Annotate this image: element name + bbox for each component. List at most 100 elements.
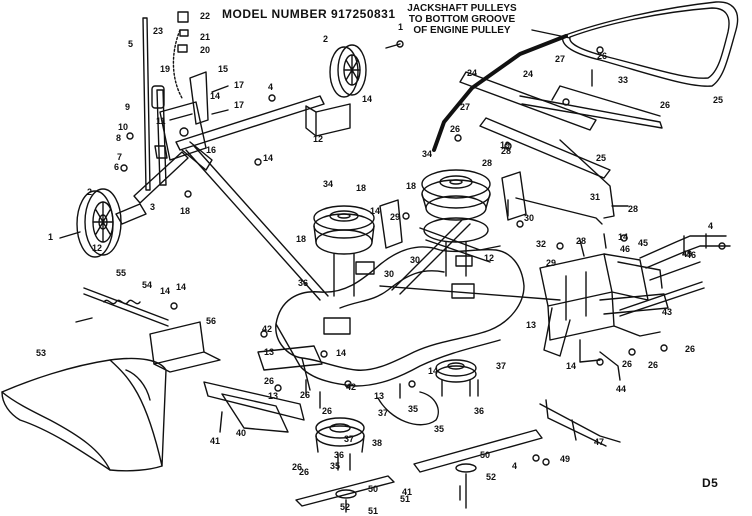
- page-code: D5: [702, 476, 719, 490]
- part-callout: 49: [560, 454, 570, 464]
- part-callout: 45: [638, 238, 648, 248]
- part-callout: 26: [299, 467, 309, 477]
- part-callout: 19: [160, 64, 170, 74]
- part-callout: 14: [618, 232, 628, 242]
- part-callout: 14: [263, 153, 273, 163]
- part-callout: 14: [370, 206, 380, 216]
- clip-parts: [177, 11, 189, 53]
- part-callout: 24: [467, 68, 477, 78]
- part-callout: 51: [368, 506, 378, 516]
- part-callout: 4: [512, 461, 517, 471]
- part-callout: 26: [648, 360, 658, 370]
- part-callout: 20: [200, 45, 210, 55]
- part-callout: 1: [48, 232, 53, 242]
- part-callout: 42: [346, 382, 356, 392]
- part-callout: 7: [117, 152, 122, 162]
- part-callout: 28: [482, 158, 492, 168]
- part-callout: 30: [384, 269, 394, 279]
- part-callout: 15: [218, 64, 228, 74]
- part-callout: 52: [486, 472, 496, 482]
- part-callout: 26: [685, 344, 695, 354]
- part-callout: 56: [206, 316, 216, 326]
- part-callout: 28: [576, 236, 586, 246]
- part-callout: 14: [176, 282, 186, 292]
- part-callout: 6: [114, 162, 119, 172]
- jackshaft-note-line-1: JACKSHAFT PULLEYS: [407, 3, 517, 14]
- mower-deck: [275, 219, 525, 391]
- part-callout: 35: [408, 404, 418, 414]
- part-callout: 37: [496, 361, 506, 371]
- part-callout: 26: [264, 376, 274, 386]
- part-callout: 37: [344, 434, 354, 444]
- part-callout: 34: [323, 179, 333, 189]
- hardware: [120, 40, 726, 501]
- part-callout: 23: [153, 26, 163, 36]
- part-callout: 55: [116, 268, 126, 278]
- part-callout: 41: [210, 436, 220, 446]
- part-callout: 30: [410, 255, 420, 265]
- part-callout: 38: [372, 438, 382, 448]
- blade-adapter-left: [315, 417, 365, 453]
- part-callout: 51: [400, 494, 410, 504]
- spring: [103, 299, 141, 305]
- part-callout: 26: [597, 51, 607, 61]
- model-number-title: MODEL NUMBER 917250831: [222, 7, 396, 21]
- clutch-rod: [151, 85, 168, 186]
- left-spindle-pulley: [313, 205, 375, 297]
- v-belt: [562, 1, 739, 87]
- part-callout: 49: [682, 249, 692, 259]
- jackshaft-note-line-2: TO BOTTOM GROOVE: [408, 14, 516, 25]
- part-callout: 24: [523, 69, 533, 79]
- part-callout: 13: [268, 391, 278, 401]
- part-callout: 50: [480, 450, 490, 460]
- part-callout: 25: [713, 95, 723, 105]
- part-callout: 32: [536, 239, 546, 249]
- chain: [172, 29, 183, 99]
- lift-rod: [639, 233, 731, 281]
- part-callout: 36: [474, 406, 484, 416]
- part-callout: 17: [234, 80, 244, 90]
- part-callout: 47: [594, 437, 604, 447]
- jackshaft-note: JACKSHAFT PULLEYS TO BOTTOM GROOVE OF EN…: [392, 3, 532, 36]
- part-callout: 41: [402, 487, 412, 497]
- part-callout: 31: [590, 192, 600, 202]
- belt-routing-line: [432, 34, 568, 152]
- part-callout: 14: [210, 91, 220, 101]
- part-callout: 8: [116, 133, 121, 143]
- part-callout: 12: [313, 134, 323, 144]
- part-callout: 36: [298, 278, 308, 288]
- part-callout: 26: [622, 359, 632, 369]
- cable: [377, 391, 439, 426]
- part-callout: 27: [460, 102, 470, 112]
- front-linkage: [75, 287, 221, 373]
- part-callout: 4: [708, 221, 713, 231]
- part-callout: 27: [555, 54, 565, 64]
- part-callout: 18: [356, 183, 366, 193]
- part-callout: 13: [526, 320, 536, 330]
- part-callout: 28: [501, 146, 511, 156]
- part-callout: 11: [156, 116, 166, 126]
- part-callout: 30: [524, 213, 534, 223]
- part-callout: 10: [118, 122, 128, 132]
- part-callout: 36: [334, 450, 344, 460]
- discharge-chute: [1, 357, 167, 472]
- part-callout: 53: [36, 348, 46, 358]
- center-spindle-pulley: [421, 169, 491, 277]
- part-callout: 9: [125, 102, 130, 112]
- left-blade: [295, 475, 395, 507]
- part-callout: 18: [296, 234, 306, 244]
- part-callout: 33: [618, 75, 628, 85]
- part-callout: 29: [546, 258, 556, 268]
- right-gauge-wheel: [329, 44, 367, 98]
- part-callout: 14: [336, 348, 346, 358]
- right-blade: [413, 429, 543, 473]
- part-callout: 26: [292, 462, 302, 472]
- part-callout: 13: [264, 347, 274, 357]
- pivot-bracket: [159, 101, 213, 171]
- right-hitch: [539, 253, 669, 381]
- part-callout: 35: [434, 424, 444, 434]
- part-callout: 29: [390, 212, 400, 222]
- part-callout: 19: [500, 140, 510, 150]
